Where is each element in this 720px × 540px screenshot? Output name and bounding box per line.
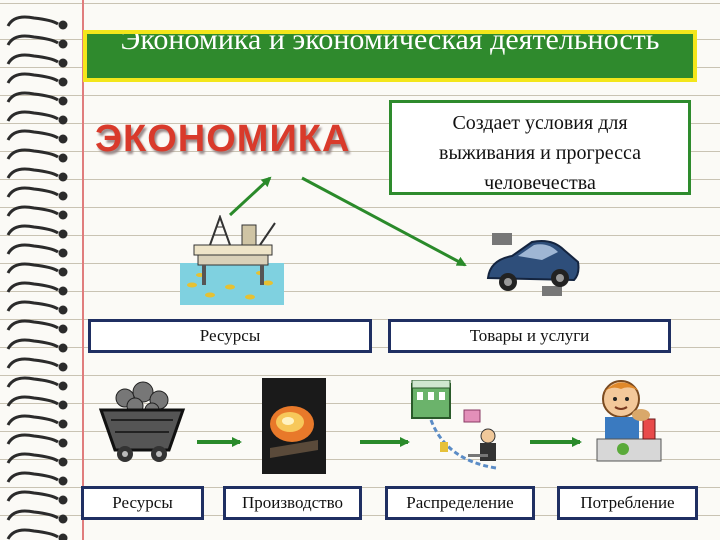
arrow-to-goods	[301, 176, 467, 267]
spiral-ring	[6, 262, 59, 274]
arrow-to-headline	[228, 176, 272, 217]
spiral-ring	[6, 471, 59, 483]
spiral-hole	[58, 514, 68, 524]
spiral-ring	[6, 395, 59, 407]
spiral-hole	[58, 457, 68, 467]
spiral-ring	[6, 300, 59, 312]
spiral-hole	[58, 248, 68, 258]
spiral-hole	[58, 419, 68, 429]
spiral-ring	[6, 91, 59, 103]
stage-distribution-label: Распределение	[385, 486, 535, 520]
margin-line	[82, 0, 84, 540]
distribution-icon	[411, 380, 497, 470]
resources-category-label: Ресурсы	[88, 319, 372, 353]
spiral-ring	[6, 433, 59, 445]
spiral-ring	[6, 205, 59, 217]
car-icon	[486, 233, 580, 296]
boy-eating-icon	[596, 380, 662, 462]
spiral-ring	[6, 15, 59, 27]
spiral-hole	[58, 96, 68, 106]
coal-cart-icon	[98, 381, 186, 462]
spiral-hole	[58, 229, 68, 239]
spiral-binding	[6, 15, 68, 540]
purpose-box: Создает условия для выживания и прогресс…	[389, 100, 691, 195]
spiral-ring	[6, 224, 59, 236]
spiral-ring	[6, 452, 59, 464]
spiral-hole	[58, 362, 68, 372]
spiral-ring	[6, 72, 59, 84]
spiral-hole	[58, 153, 68, 163]
spiral-ring	[6, 243, 59, 255]
spiral-ring	[6, 319, 59, 331]
spiral-hole	[58, 58, 68, 68]
headline-word: ЭКОНОМИКА	[95, 118, 351, 160]
spiral-ring	[6, 34, 59, 46]
spiral-hole	[58, 400, 68, 410]
spiral-ring	[6, 167, 59, 179]
stage-resources-label: Ресурсы	[81, 486, 204, 520]
stage-consumption-label: Потребление	[557, 486, 698, 520]
spiral-hole	[58, 115, 68, 125]
spiral-hole	[58, 20, 68, 30]
spiral-ring	[6, 53, 59, 65]
spiral-ring	[6, 414, 59, 426]
spiral-ring	[6, 186, 59, 198]
spiral-hole	[58, 286, 68, 296]
spiral-ring	[6, 110, 59, 122]
spiral-ring	[6, 357, 59, 369]
slide-title-text: Экономика и экономическая деятельность	[120, 30, 660, 56]
spiral-hole	[58, 438, 68, 448]
spiral-hole	[58, 533, 68, 540]
spiral-ring	[6, 338, 59, 350]
goods-category-label: Товары и услуги	[388, 319, 671, 353]
slide-title: Экономика и экономическая деятельность	[83, 30, 697, 82]
spiral-ring	[6, 376, 59, 388]
spiral-hole	[58, 476, 68, 486]
spiral-ring	[6, 509, 59, 521]
spiral-ring	[6, 528, 59, 540]
spiral-hole	[58, 191, 68, 201]
spiral-hole	[58, 305, 68, 315]
spiral-hole	[58, 343, 68, 353]
spiral-ring	[6, 281, 59, 293]
oil-rig-icon	[180, 215, 284, 305]
spiral-hole	[58, 495, 68, 505]
spiral-hole	[58, 381, 68, 391]
furnace-icon	[262, 378, 326, 474]
spiral-hole	[58, 324, 68, 334]
spiral-hole	[58, 39, 68, 49]
spiral-hole	[58, 134, 68, 144]
stage-production-label: Производство	[223, 486, 362, 520]
spiral-hole	[58, 267, 68, 277]
spiral-hole	[58, 77, 68, 87]
spiral-hole	[58, 210, 68, 220]
spiral-ring	[6, 148, 59, 160]
spiral-ring	[6, 490, 59, 502]
spiral-ring	[6, 129, 59, 141]
spiral-hole	[58, 172, 68, 182]
